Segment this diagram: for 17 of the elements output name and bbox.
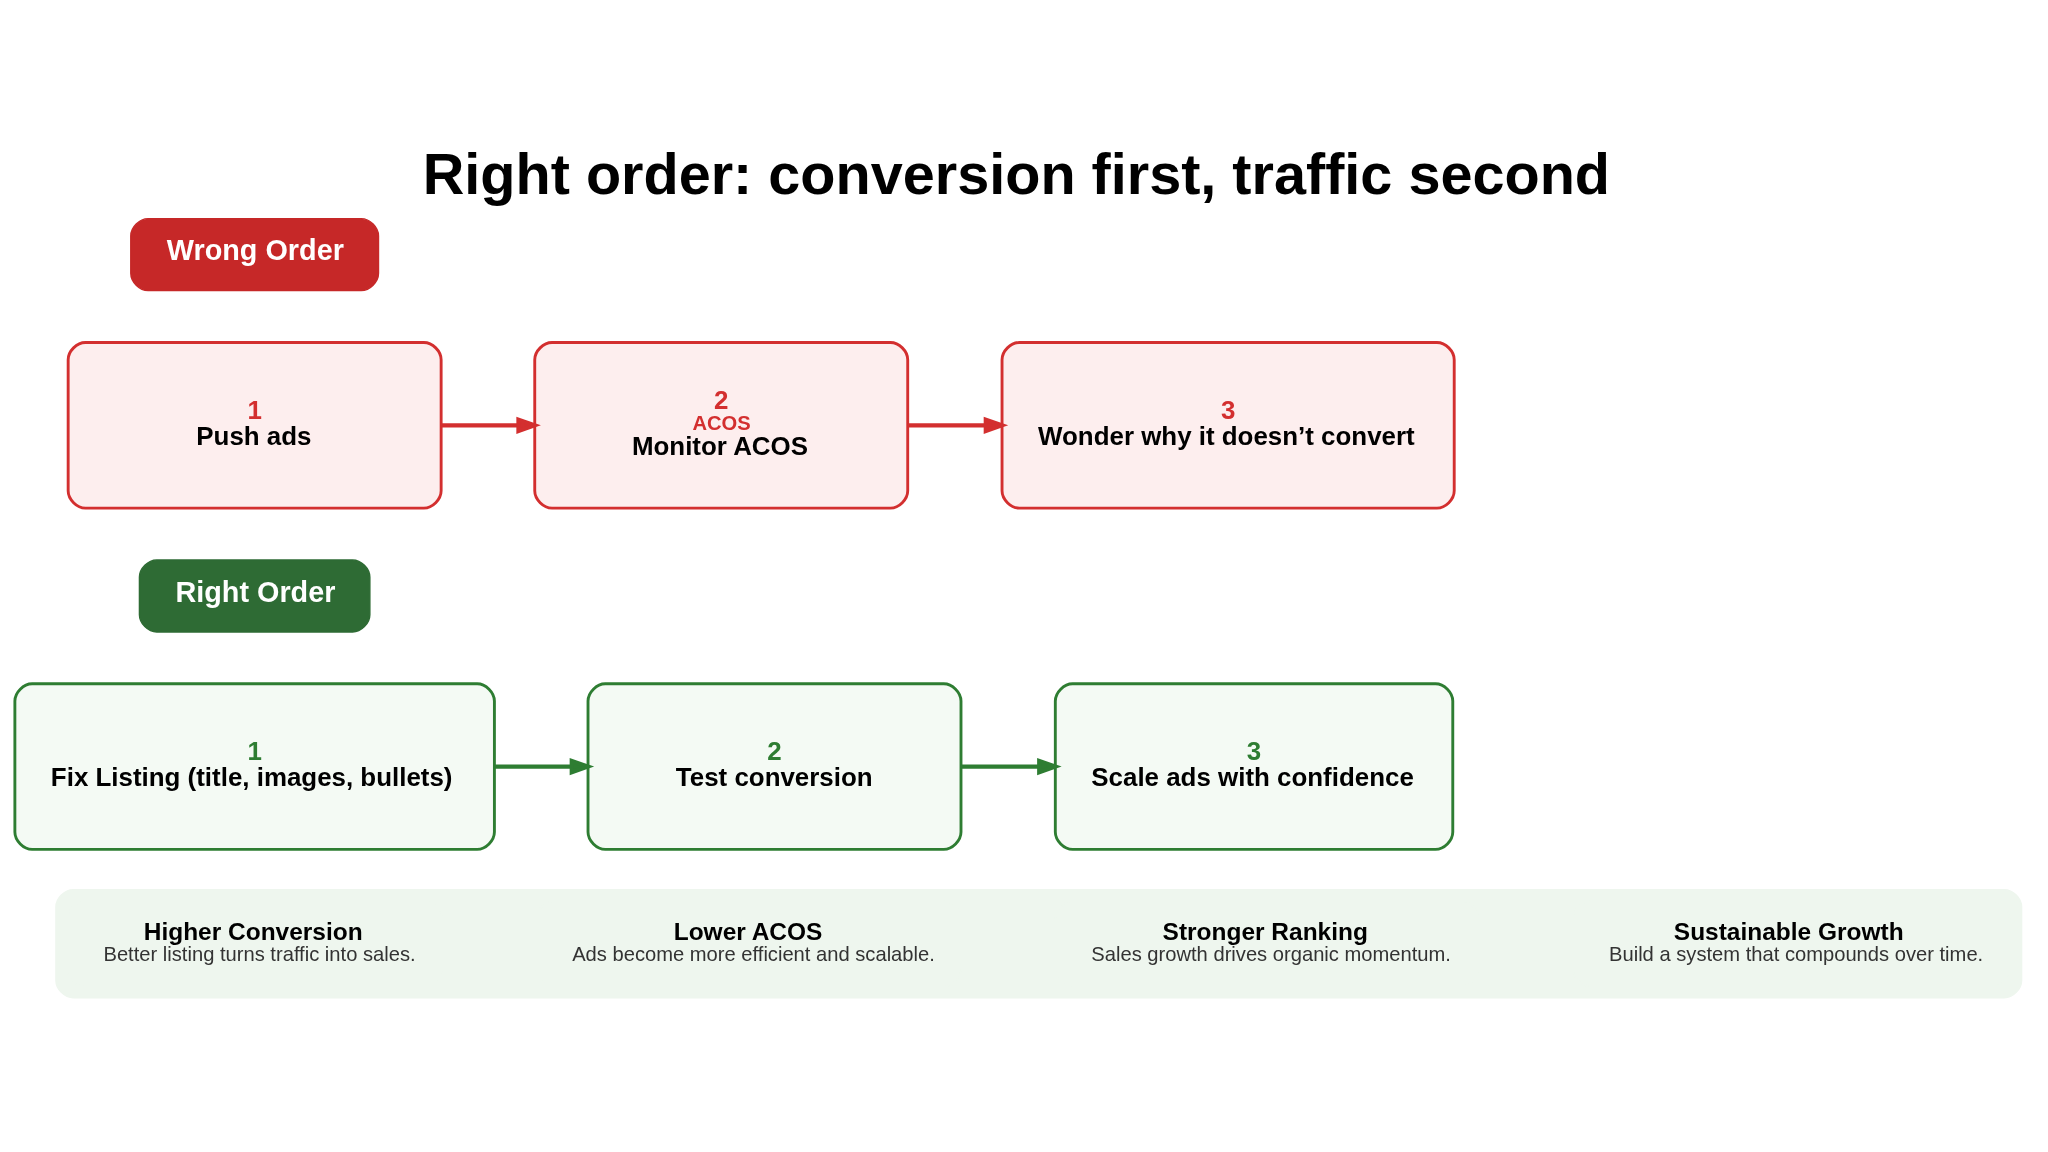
arrow bbox=[441, 416, 541, 434]
arrow bbox=[961, 757, 1062, 775]
node-box: 3 Wonder why it doesn’t convert bbox=[1000, 340, 1456, 510]
node-box: 2 ACOS Monitor ACOS bbox=[533, 340, 910, 510]
node-box: 1 Push ads bbox=[66, 340, 443, 510]
arrow bbox=[907, 416, 1009, 434]
node-text: Sustainable Growth Build a system that compounds over time. bbox=[1609, 917, 1984, 965]
arrow bbox=[494, 757, 595, 775]
diagram-title: Right order: conversion first, traffic second bbox=[422, 141, 1611, 206]
node-box: Right Order bbox=[138, 558, 371, 633]
node-box: 1 Fix Listing (title, images, bullets) bbox=[13, 681, 496, 851]
node-text: Stronger Ranking Sales growth drives organic momentum. bbox=[1091, 917, 1451, 965]
node-box: Wrong Order bbox=[130, 217, 380, 291]
node-box: 3 Scale ads with confidence bbox=[1053, 681, 1455, 851]
node-text: Lower ACOS Ads become more efficient and scalable. bbox=[572, 917, 935, 965]
node-text: Higher Conversion Better listing turns traffic into sales. bbox=[103, 917, 416, 965]
node-box: 2 Test conversion bbox=[586, 681, 963, 851]
